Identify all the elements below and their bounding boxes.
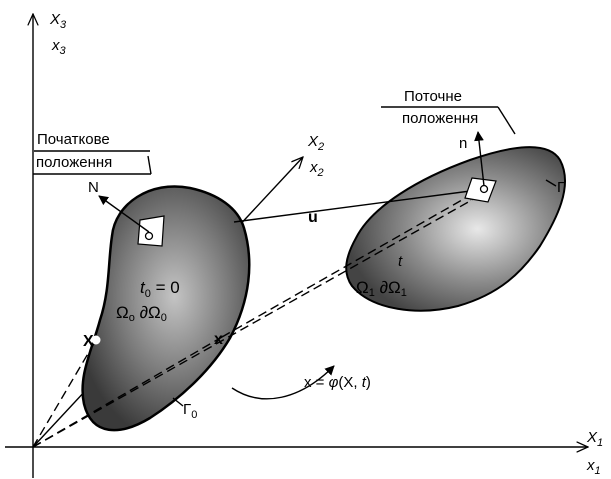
current-config-leader <box>497 106 516 135</box>
initial-config-label-line1: Початкове <box>37 131 110 148</box>
displacement-vector <box>233 186 479 223</box>
point-x-label: x <box>214 331 223 348</box>
current-domain-label: Ω1 ∂Ω1 <box>356 278 407 299</box>
mapping-arrow <box>231 365 335 400</box>
current-point-marker <box>479 184 489 194</box>
initial-body <box>81 185 251 432</box>
initial-normal-label: N <box>88 179 99 196</box>
initial-normal-vector <box>98 195 150 233</box>
x1-upper-label: X1 <box>586 429 603 449</box>
gamma0-label: Γ0 <box>183 401 197 421</box>
initial-config-leader <box>147 155 152 175</box>
current-config-label-line2: положення <box>402 110 478 127</box>
gamma-current-pointer <box>545 179 557 187</box>
mapping-label: x = φ(X, t) <box>304 374 371 391</box>
current-normal-vector <box>474 131 485 187</box>
gamma0-pointer <box>172 397 184 407</box>
current-normal-label: n <box>459 135 467 152</box>
initial-time-label: t0 = 0 <box>140 278 180 300</box>
x3-upper-label: X3 <box>49 11 67 31</box>
gamma-current-label: Γ <box>557 179 565 196</box>
displacement-label: u <box>308 209 318 226</box>
x2-lower-label: x2 <box>309 159 324 179</box>
initial-point-marker <box>144 231 154 241</box>
point-X-label: X <box>83 333 94 350</box>
position-vector-X <box>32 339 97 448</box>
initial-domain-label: Ωo ∂Ω0 <box>116 303 167 324</box>
current-time-label: t <box>398 253 403 270</box>
initial-surface-element <box>137 215 165 247</box>
point-X-marker <box>91 335 101 345</box>
current-config-label-line1: Поточне <box>404 88 462 105</box>
x3-lower-label: x3 <box>51 37 67 57</box>
current-body <box>345 146 566 312</box>
initial-config-label-line2: положення <box>36 154 112 171</box>
position-vector-point <box>221 191 477 338</box>
position-vector-x-current <box>32 195 480 448</box>
x1-lower-label: x1 <box>586 457 601 477</box>
x2-upper-label: X2 <box>307 133 324 153</box>
